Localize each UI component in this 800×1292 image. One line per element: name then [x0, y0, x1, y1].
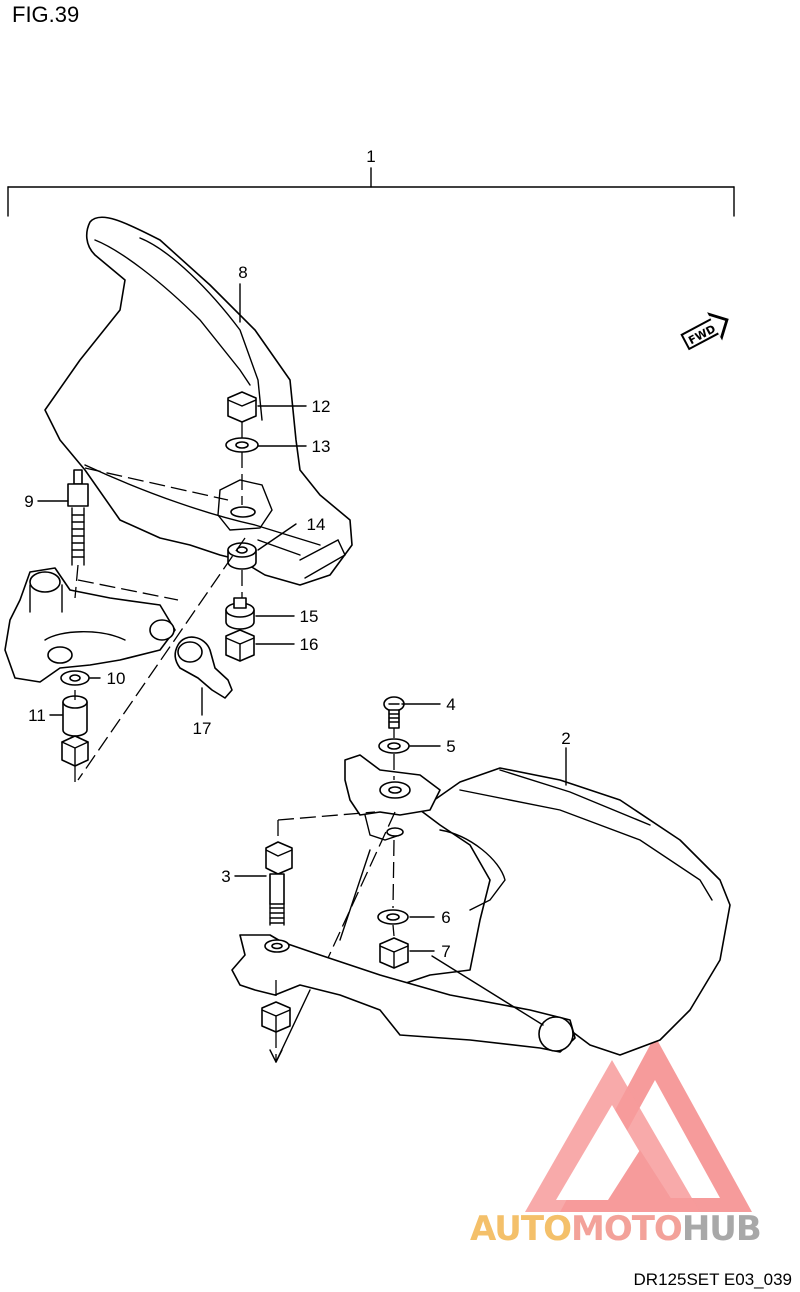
callout-9: 9	[24, 492, 33, 511]
callout-17: 17	[193, 719, 212, 738]
watermark-moto: MOTO	[571, 1209, 682, 1249]
bolt-3	[265, 841, 293, 926]
callout-16: 16	[300, 635, 319, 654]
washer-5	[378, 738, 410, 754]
figure-title: FIG.39	[12, 2, 80, 27]
hand-guard-upper	[44, 216, 353, 586]
watermark-logo-icon	[525, 1036, 752, 1212]
callout-11: 11	[28, 706, 46, 725]
callout-15: 15	[300, 607, 319, 626]
watermark-hub: HUB	[682, 1209, 761, 1249]
mount-bracket-lower	[344, 754, 441, 841]
screw-4	[383, 696, 405, 729]
callout-6: 6	[441, 908, 450, 927]
nut-lower-left	[61, 735, 89, 767]
callout-1: 1	[366, 147, 375, 166]
callout-8: 8	[238, 263, 247, 282]
washer-6	[377, 909, 409, 925]
alignment-lines-lower	[269, 728, 396, 1063]
callout-2: 2	[561, 729, 570, 748]
watermark-text: AUTOMOTOHUB	[470, 1209, 762, 1249]
nut-lower-clamp	[261, 1001, 291, 1033]
spacer-11	[62, 695, 88, 737]
alignment-lines-upper	[74, 422, 246, 785]
bar-end-17	[174, 636, 233, 699]
nut-12	[227, 391, 257, 423]
callout-13: 13	[312, 437, 331, 456]
svg-text:AUTOMOTOHUB: AUTOMOTOHUB	[470, 1209, 761, 1249]
callout-10: 10	[107, 669, 126, 688]
forward-arrow-icon: FWD	[680, 312, 729, 351]
callout-14: 14	[307, 515, 326, 534]
handlebar-clamp-upper	[4, 567, 176, 683]
callout-12: 12	[312, 397, 331, 416]
washer-10	[60, 670, 90, 686]
diagram-code: DR125SET E03_039	[633, 1270, 792, 1289]
watermark-auto: AUTO	[470, 1209, 571, 1249]
callout-4: 4	[446, 695, 455, 714]
washer-13	[225, 437, 259, 453]
collar-14	[227, 542, 257, 570]
callout-7: 7	[441, 942, 450, 961]
collar-15	[225, 597, 255, 630]
assembly-bracket	[7, 167, 735, 217]
callout-5: 5	[446, 737, 455, 756]
nut-16	[225, 629, 255, 662]
clamp-arm-lower	[231, 934, 576, 1053]
bolt-9	[67, 469, 89, 566]
nut-7	[379, 937, 409, 969]
leader-lines	[37, 283, 567, 1026]
callout-labels: 1 2 3 4 5 6 7 8 9 10 11 12 13 14 15 16 1…	[24, 147, 570, 961]
callout-3: 3	[221, 867, 230, 886]
